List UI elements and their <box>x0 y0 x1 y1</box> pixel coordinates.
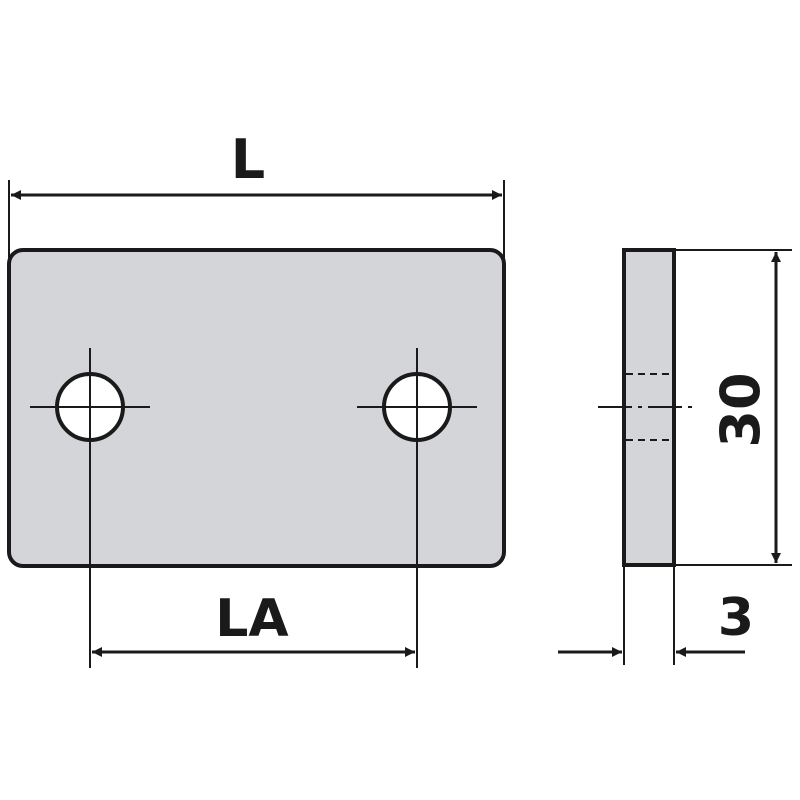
side-view <box>598 248 696 567</box>
plate-front <box>7 248 506 568</box>
label-length: L <box>231 128 265 191</box>
dimension-hole-spacing: LA <box>92 589 415 657</box>
label-thickness: 3 <box>718 588 754 648</box>
hidden-lines-hole <box>626 373 672 441</box>
centerline-right <box>357 348 477 668</box>
front-view <box>7 248 506 668</box>
label-height: 30 <box>709 372 772 447</box>
dimension-thickness: 3 <box>558 565 754 665</box>
centerline-left <box>30 348 150 668</box>
dimension-length: L <box>8 128 505 262</box>
dimension-height: 30 <box>674 249 792 566</box>
label-hole-spacing: LA <box>215 589 288 649</box>
